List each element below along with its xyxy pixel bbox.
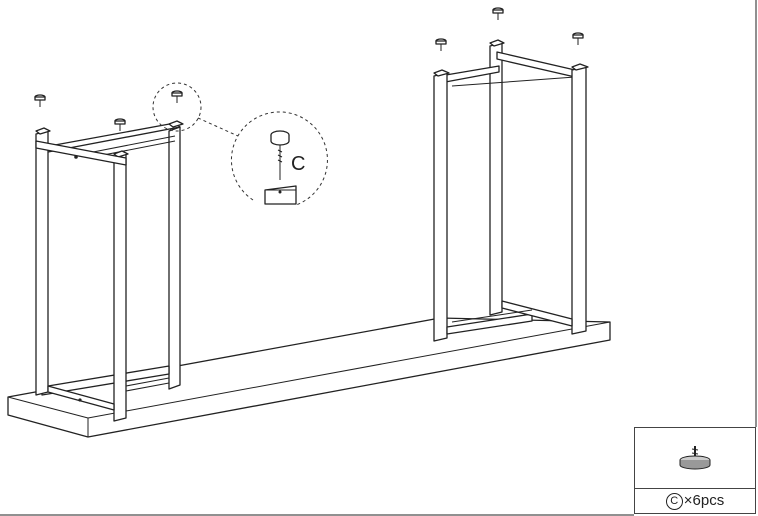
part-letter-badge: C [665, 493, 683, 510]
leveling-foot-icon [114, 118, 126, 131]
parts-divider [635, 488, 755, 489]
right-leg-frame [433, 39, 589, 342]
leveling-foot-icon [34, 94, 46, 107]
leveling-foot-icon [492, 7, 504, 20]
leveling-feet [34, 7, 584, 131]
leveling-foot-icon [435, 38, 447, 51]
quantity-text: ×6pcs [683, 492, 725, 509]
leveling-foot-icon [679, 446, 711, 470]
parts-box: C×6pcs [634, 427, 756, 514]
left-leg-frame [35, 120, 184, 422]
parts-quantity-label: C×6pcs [635, 492, 755, 510]
detail-callout: C [152, 82, 328, 206]
leveling-foot-icon [270, 130, 290, 180]
part-letter-label: C [291, 153, 305, 175]
leveling-foot-icon [572, 32, 584, 45]
leveling-foot-icon [171, 90, 183, 103]
